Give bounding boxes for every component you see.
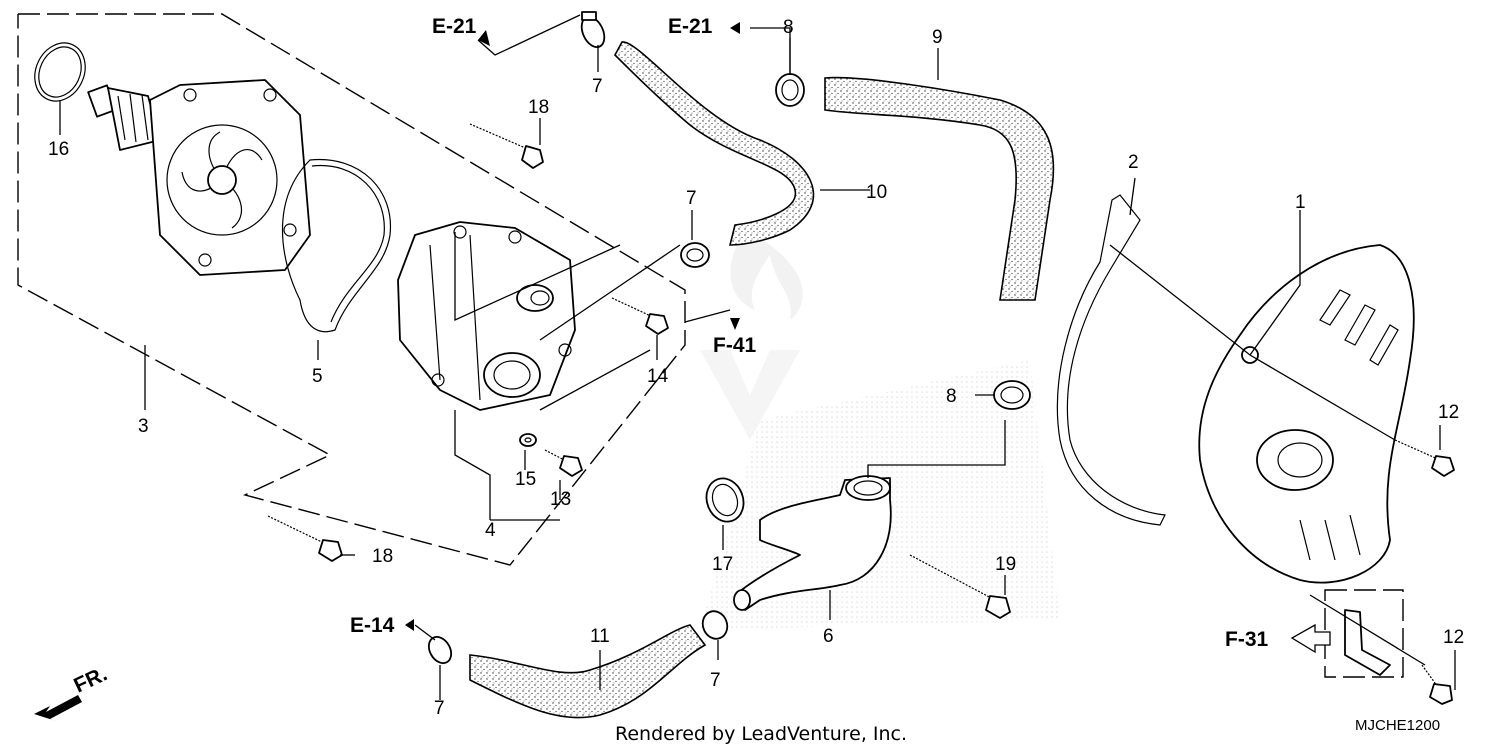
callout-7-bottom-right: 7 (710, 670, 721, 691)
callout-numbers: 1 2 3 4 5 6 7 7 7 7 8 8 9 10 11 12 12 13… (48, 17, 1464, 719)
callout-18-bottom: 18 (372, 546, 393, 567)
o-ring-17 (705, 477, 745, 523)
bolt-12-upper (1394, 439, 1455, 477)
callout-12-upper: 12 (1438, 402, 1459, 423)
leader-lines (59, 14, 1456, 700)
ref-front: FR. (70, 662, 110, 697)
callout-11: 11 (590, 626, 610, 647)
bolt-13 (544, 449, 583, 477)
cover-gasket-2 (1056, 194, 1166, 526)
ref-f41: F-41 (713, 334, 757, 357)
hose-11 (469, 624, 707, 719)
water-pump-cover-1 (1198, 244, 1415, 584)
callout-9: 9 (932, 27, 943, 48)
clamp-7-bottom-left (427, 635, 453, 665)
bolt-12-lower (1421, 664, 1453, 705)
hose-10 (614, 41, 815, 246)
callout-8-mid: 8 (946, 386, 957, 407)
callout-8-top: 8 (783, 17, 794, 38)
reference-arrows (34, 22, 1331, 721)
ref-e21-right: E-21 (668, 15, 713, 38)
callout-5: 5 (312, 366, 323, 387)
callout-12-lower: 12 (1443, 627, 1464, 648)
callout-4: 4 (485, 520, 496, 541)
hose-9 (824, 76, 1055, 301)
callout-1: 1 (1295, 192, 1306, 213)
callout-15: 15 (515, 469, 536, 490)
ref-f31: F-31 (1225, 628, 1269, 651)
callout-2: 2 (1128, 152, 1139, 173)
bolt-18-bottom (267, 515, 343, 562)
bolt-19 (909, 554, 1011, 619)
callout-14: 14 (647, 366, 669, 387)
callout-10: 10 (866, 182, 887, 203)
callout-7-bottom-left: 7 (434, 698, 445, 719)
clamp-8-top (775, 73, 805, 107)
callout-13: 13 (550, 489, 571, 510)
ref-e14: E-14 (350, 614, 395, 637)
callout-18-top: 18 (528, 97, 549, 118)
clamp-7-top (580, 11, 606, 49)
gasket-5 (282, 158, 392, 333)
water-pipe-6 (733, 475, 892, 611)
pump-impeller-assembly (87, 79, 311, 276)
diagram-code: MJCHE1200 (1355, 717, 1440, 734)
o-ring-16 (34, 42, 86, 102)
credit-text: Rendered by LeadVenture, Inc. (615, 723, 907, 745)
callout-16: 16 (48, 139, 69, 160)
pump-body-4 (397, 221, 576, 411)
bolt-14 (611, 297, 669, 335)
ref-e21-left: E-21 (432, 15, 477, 38)
clamp-7-bottom-right (701, 610, 729, 640)
callout-6: 6 (823, 626, 834, 647)
callout-19: 19 (995, 554, 1016, 575)
bracket-box (1324, 589, 1404, 678)
washer-15 (519, 433, 537, 447)
callout-7-top: 7 (592, 76, 603, 97)
callout-17: 17 (712, 554, 733, 575)
callout-3: 3 (138, 416, 149, 437)
clamp-7-mid (680, 242, 710, 268)
clamp-8-mid (993, 380, 1031, 410)
assembly-outline (17, 13, 686, 566)
callout-7-mid: 7 (686, 188, 697, 209)
bolt-18-top (469, 123, 544, 169)
